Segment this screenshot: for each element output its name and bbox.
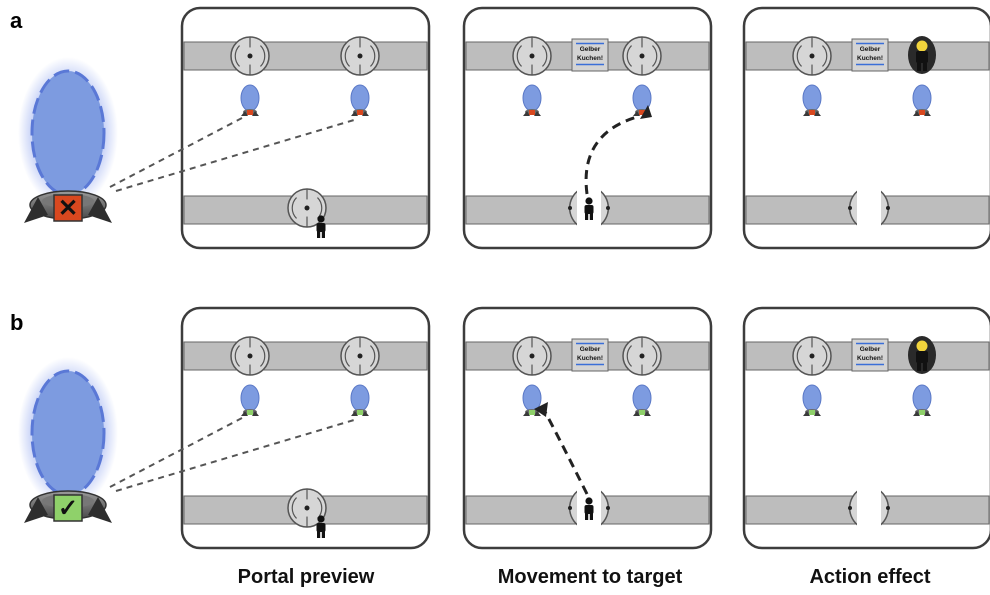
- sign-line-1: Gelber: [580, 346, 601, 353]
- big-portal-b: ✓: [18, 357, 118, 523]
- door-bottom-open: [848, 181, 890, 235]
- row-label-b: b: [10, 310, 24, 335]
- movement-arrow: [542, 409, 589, 495]
- agent: [316, 515, 326, 538]
- door-left: [512, 336, 552, 376]
- sign-line-1: Gelber: [860, 346, 881, 353]
- sign-line-1: Gelber: [580, 46, 601, 53]
- cross-icon: ✕: [58, 195, 78, 222]
- revealed-agent: [908, 336, 936, 374]
- movement-arrow: [584, 114, 641, 195]
- base-leg-right: [88, 197, 112, 223]
- door-bottom-open: [848, 481, 890, 535]
- top-corridor: [183, 41, 428, 71]
- panel-row-a-1: [180, 6, 431, 250]
- panel-row-b-1: [180, 306, 431, 550]
- preview-line-right: [115, 419, 355, 492]
- sign-line-1: Gelber: [860, 46, 881, 53]
- preview-line-left: [109, 117, 243, 188]
- door-left: [230, 336, 270, 376]
- door-left: [230, 36, 270, 76]
- revealed-agent: [908, 36, 936, 74]
- sign-line-2: Kuchen!: [857, 55, 883, 62]
- caption-action-effect: Action effect: [809, 566, 931, 588]
- status-box: [53, 194, 83, 222]
- portal-right: [350, 84, 370, 116]
- agent: [584, 197, 594, 220]
- door-left: [512, 36, 552, 76]
- portal-right: [912, 84, 932, 116]
- sign-line-2: Kuchen!: [577, 55, 603, 62]
- portal-left: [522, 84, 542, 116]
- portal-left: [240, 84, 260, 116]
- door-right: [340, 336, 380, 376]
- agent: [316, 215, 326, 238]
- base-leg-right: [88, 497, 112, 523]
- caption-movement-to-target: Movement to target: [497, 566, 683, 588]
- door-bottom: [287, 488, 327, 528]
- check-icon: ✓: [58, 495, 78, 522]
- status-box: [53, 494, 83, 522]
- door-left: [792, 336, 832, 376]
- top-corridor: [183, 341, 428, 371]
- big-portal-a: ✕: [18, 57, 118, 223]
- portal-oval: [30, 369, 106, 497]
- portal-left: [802, 384, 822, 416]
- preview-line-right: [115, 119, 355, 192]
- arrow-head: [640, 105, 652, 119]
- portal-left: [522, 384, 542, 416]
- door-bottom: [287, 188, 327, 228]
- preview-line-left: [109, 417, 243, 488]
- agent: [584, 497, 594, 520]
- row-label-a: a: [10, 8, 23, 33]
- portal-left: [802, 84, 822, 116]
- caption-portal-preview: Portal preview: [237, 566, 375, 588]
- portal-right: [350, 384, 370, 416]
- door-right: [340, 36, 380, 76]
- sign-line-2: Kuchen!: [577, 355, 603, 362]
- portal-left: [240, 384, 260, 416]
- sign-line-2: Kuchen!: [857, 355, 883, 362]
- portal-right: [912, 384, 932, 416]
- base-leg-left: [24, 497, 48, 523]
- arrow-head: [534, 402, 548, 417]
- portal-oval: [30, 69, 106, 197]
- door-right: [622, 336, 662, 376]
- door-right: [622, 36, 662, 76]
- portal-right: [632, 384, 652, 416]
- base-leg-left: [24, 197, 48, 223]
- door-left: [792, 36, 832, 76]
